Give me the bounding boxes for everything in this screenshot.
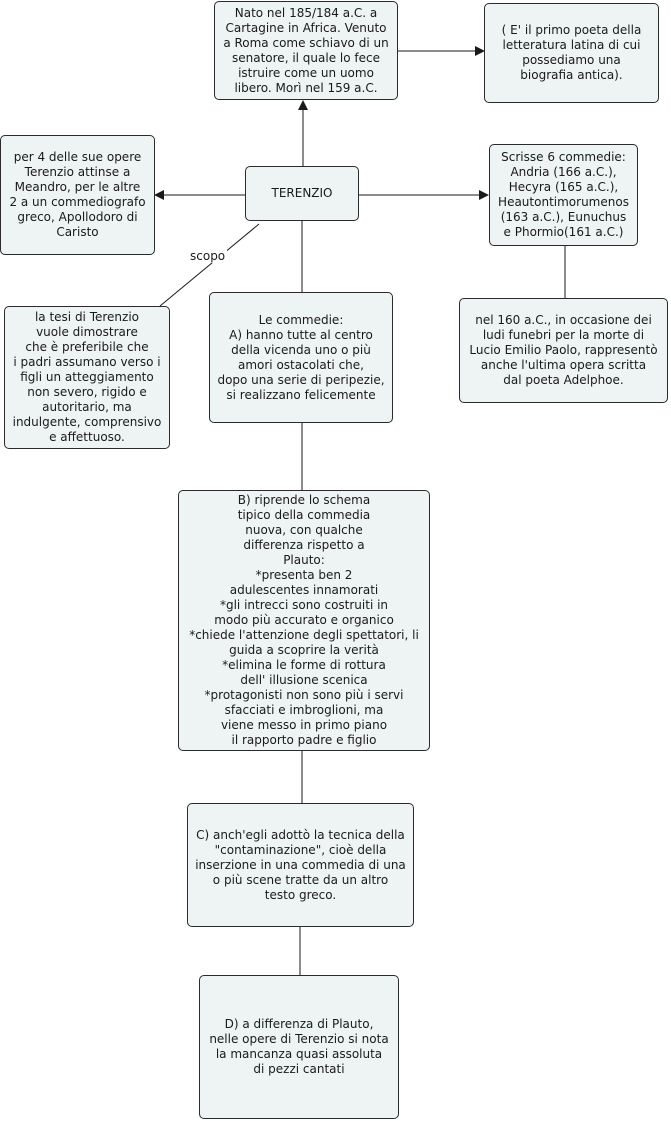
link-label-scopo: scopo [188,249,228,263]
node-comedies-a: Le commedie: A) hanno tutte al centro de… [209,292,393,423]
node-sources: per 4 delle sue opere Terenzio attinse a… [0,135,155,255]
node-comedies-list: Scrisse 6 commedie: Andria (166 a.C.), H… [489,144,638,246]
node-adelphoe-text: nel 160 a.C., in occasione dei ludi fune… [469,313,658,387]
node-comedies-d-text: D) a differenza di Plauto, nelle opere d… [209,1017,389,1076]
node-comedies-c: C) anch'egli adottò la tecnica della "co… [187,803,414,927]
node-sources-text: per 4 delle sue opere Terenzio attinse a… [9,150,146,239]
node-terenzio: TERENZIO [245,166,359,221]
node-biography-text: Nato nel 185/184 a.C. a Cartagine in Afr… [223,5,389,95]
link-terenzio-thesis [159,223,260,307]
node-thesis: la tesi di Terenzio vuole dimostrare che… [4,306,170,449]
node-terenzio-text: TERENZIO [271,186,333,200]
node-comedies-b: B) riprende lo schema tipico della comme… [178,490,430,751]
node-biography: Nato nel 185/184 a.C. a Cartagine in Afr… [214,1,398,100]
node-thesis-text: la tesi di Terenzio vuole dimostrare che… [12,310,162,444]
node-comedies-a-text: Le commedie: A) hanno tutte al centro de… [217,312,385,402]
node-first-poet: ( E' il primo poeta della letteratura la… [484,3,659,103]
node-first-poet-text: ( E' il primo poeta della letteratura la… [501,23,642,82]
node-comedies-d: D) a differenza di Plauto, nelle opere d… [199,975,399,1119]
node-comedies-list-text: Scrisse 6 commedie: Andria (166 a.C.), H… [498,150,629,239]
node-adelphoe: nel 160 a.C., in occasione dei ludi fune… [459,298,668,403]
node-comedies-c-text: C) anch'egli adottò la tecnica della "co… [195,827,406,902]
node-comedies-b-text: B) riprende lo schema tipico della comme… [189,493,419,747]
